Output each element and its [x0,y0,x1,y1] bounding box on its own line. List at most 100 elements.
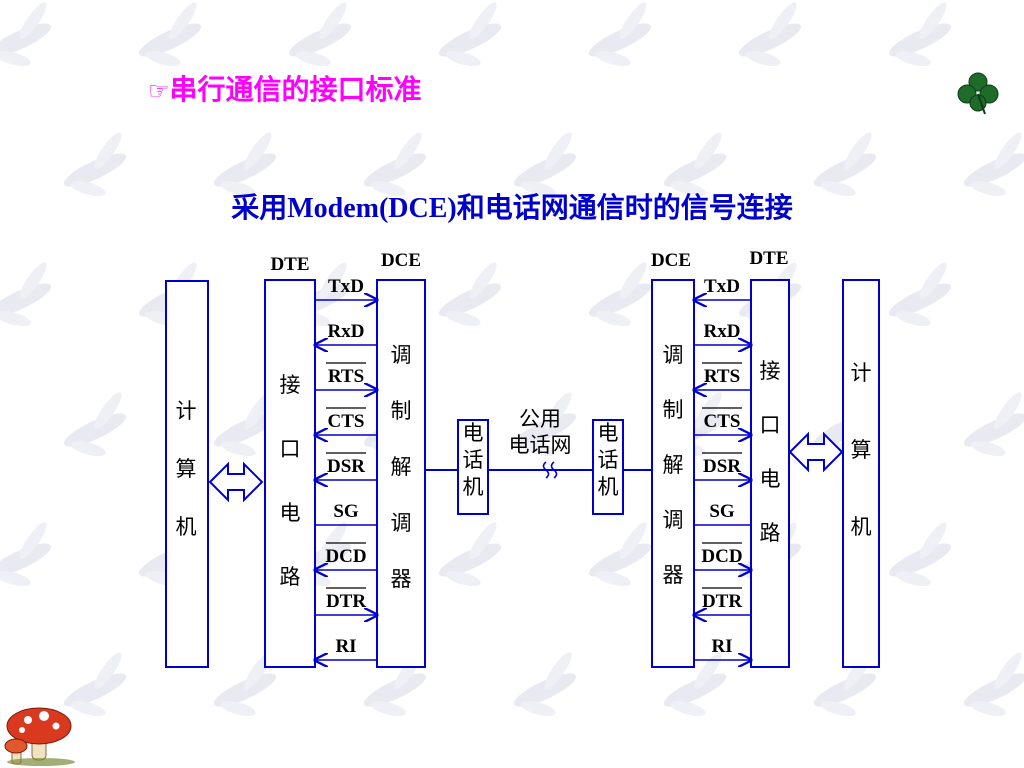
left-computer-label: 机 [176,515,197,539]
background-leaf [513,132,577,197]
background-leaf [138,2,202,67]
right-phone-box [592,419,624,515]
right-modem-label: 调 [663,508,684,532]
left-dce-label: DCE [381,250,421,271]
right-dce-label: DCE [651,250,691,271]
signal-label-dtr: DTR [326,591,366,612]
background-leaf [738,2,802,67]
right-computer-label: 机 [851,515,872,539]
right-phone-label: 电 [598,421,619,445]
background-leaf [438,2,502,67]
background-leaf [63,392,127,457]
background-leaf [963,132,1024,197]
left-phone-label: 话 [463,448,484,472]
right-interface-label: 电 [760,467,781,491]
background-leaf [63,652,127,717]
right-modem-label: 解 [663,453,684,477]
background-leaf [0,2,52,67]
background-leaf [888,2,952,67]
signal-label-sg: SG [333,501,359,522]
signal-label-sg: SG [709,501,735,522]
background-leaf [663,652,727,717]
right-modem-label: 调 [663,343,684,367]
left-interface-box [264,279,316,668]
signal-label-rxd: RxD [328,321,365,342]
signal-label-dtr: DTR [702,591,742,612]
left-double-arrow-icon [208,461,264,503]
signal-label-dsr: DSR [703,456,741,477]
right-dte-label: DTE [749,248,788,269]
left-modem-label: 器 [391,567,412,591]
pointing-hand-icon: ☞ [148,77,170,105]
left-modem-box [376,279,426,668]
left-interface-label: 口 [280,437,301,461]
background-leaf [588,2,652,67]
background-leaf [0,522,52,587]
left-modem-label: 调 [391,511,412,535]
signal-label-ri: RI [335,636,356,657]
left-interface-label: 电 [280,501,301,525]
background-leaf [213,132,277,197]
left-computer-label: 计 [176,399,197,423]
network-label-line2: 电话网 [509,433,572,457]
clover-icon [957,72,999,115]
left-computer-box [165,280,209,668]
right-computer-label: 计 [851,361,872,385]
background-leaf [888,262,952,327]
network-break-icon [542,461,558,479]
background-leaf [0,262,52,327]
right-phone-label: 机 [598,475,619,499]
left-phone-label: 机 [463,475,484,499]
right-modem-label: 器 [663,563,684,587]
right-computer-label: 算 [851,438,872,462]
diagram-subtitle: 采用Modem(DCE)和电话网通信时的信号连接 [231,193,793,224]
signal-label-dcd: DCD [701,546,742,567]
right-modem-label: 制 [663,398,684,422]
background-leaf [63,132,127,197]
background-leaf [438,262,502,327]
background-leaf [363,132,427,197]
right-interface-label: 口 [760,413,781,437]
background-leaf [288,2,352,67]
left-phone-box [457,419,489,515]
slide-heading: ☞串行通信的接口标准 [148,68,422,108]
background-leaf [813,132,877,197]
left-interface-label: 路 [280,565,301,589]
background-leaf [888,522,952,587]
background-leaf [438,522,502,587]
background-leaf [963,652,1024,717]
signal-label-dsr: DSR [327,456,365,477]
right-double-arrow-icon [788,431,844,473]
heading-text: 串行通信的接口标准 [169,73,422,106]
right-modem-box [651,279,695,668]
background-leaf [513,392,577,457]
right-interface-label: 路 [760,521,781,545]
left-phone-label: 电 [463,421,484,445]
left-modem-label: 解 [391,455,412,479]
background-leaf [963,392,1024,457]
right-computer-box [842,279,880,668]
right-phone-label: 话 [598,448,619,472]
signal-label-cts: CTS [328,411,365,432]
background-leaf [513,652,577,717]
network-label-line1: 公用 [519,407,561,431]
signal-label-rxd: RxD [704,321,741,342]
background-leaf [588,522,652,587]
background-leaf [663,132,727,197]
right-interface-label: 接 [760,359,781,383]
signal-label-rts: RTS [704,366,740,387]
left-modem-label: 制 [391,399,412,423]
signal-label-txd: TxD [328,276,364,297]
signal-label-cts: CTS [704,411,741,432]
background-leaf [588,262,652,327]
left-computer-label: 算 [176,457,197,481]
mushroom-icon [4,707,75,766]
left-modem-label: 调 [391,343,412,367]
signal-label-dcd: DCD [325,546,366,567]
signal-label-txd: TxD [704,276,740,297]
signal-label-rts: RTS [328,366,364,387]
left-interface-label: 接 [280,373,301,397]
left-dte-label: DTE [270,254,309,275]
